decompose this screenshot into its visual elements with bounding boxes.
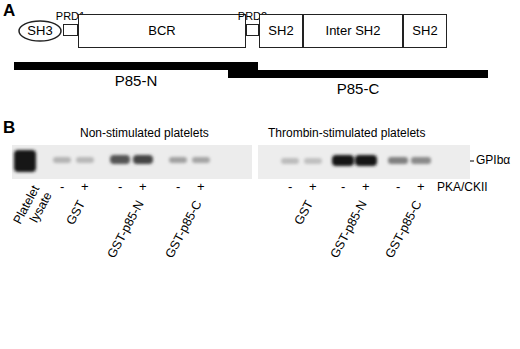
blot-panel xyxy=(12,145,252,179)
lane-label: Platelet lysate xyxy=(7,183,56,241)
lane-label: GST xyxy=(64,198,89,227)
treatment-sign: - xyxy=(288,180,292,195)
domain-label: P85-C xyxy=(337,80,380,97)
lane-label: GST-p85-N xyxy=(105,198,147,261)
treatment-sign: + xyxy=(139,180,147,195)
prd-box: PRD2 xyxy=(246,24,259,36)
lane-label: GST-p85-C xyxy=(163,198,205,261)
domain-label: Inter SH2 xyxy=(326,24,381,39)
treatment-sign: + xyxy=(309,180,317,195)
sh3-domain: SH3 xyxy=(18,20,62,42)
treatment-sign: - xyxy=(118,180,122,195)
ellipse-shape xyxy=(19,21,61,41)
lane-label: GST xyxy=(292,198,317,227)
fragment-bar: P85-N xyxy=(14,62,258,70)
domain-box: Inter SH2 xyxy=(303,14,403,48)
band xyxy=(281,158,299,164)
band-pointer xyxy=(470,161,474,162)
domain-box: BCR xyxy=(78,14,246,48)
domain-box: SH2 xyxy=(259,14,303,48)
band xyxy=(14,150,36,172)
prd-box: PRD1 xyxy=(63,24,78,36)
band-label: GPIbα xyxy=(476,154,510,168)
blot-title: Thrombin-stimulated platelets xyxy=(268,127,425,141)
domain-label: BCR xyxy=(148,24,175,39)
treatment-sign: - xyxy=(60,180,64,195)
domain-box: SH2 xyxy=(403,14,447,48)
lane-label: GST-p85-N xyxy=(328,198,370,261)
band xyxy=(76,157,94,163)
band xyxy=(411,157,431,164)
lane-label: GST-p85-C xyxy=(383,198,425,261)
band xyxy=(304,158,322,164)
band xyxy=(133,155,153,164)
fragment-bar: P85-C xyxy=(228,70,488,78)
band xyxy=(169,157,187,163)
treatment-label: PKA/CKII xyxy=(437,181,488,195)
treatment-sign: + xyxy=(81,180,89,195)
panel-letter: B xyxy=(3,118,15,138)
panel-letter: A xyxy=(3,1,15,21)
band xyxy=(355,155,377,166)
band xyxy=(388,157,408,164)
band xyxy=(53,157,71,163)
blot-title: Non-stimulated platelets xyxy=(80,127,209,141)
band xyxy=(192,157,210,163)
domain-label: P85-N xyxy=(115,72,158,89)
treatment-sign: - xyxy=(396,180,400,195)
treatment-sign: + xyxy=(362,180,370,195)
domain-label: SH2 xyxy=(412,24,437,39)
treatment-sign: - xyxy=(176,180,180,195)
band xyxy=(110,155,130,164)
blot-panel xyxy=(258,145,470,179)
treatment-sign: + xyxy=(417,180,425,195)
domain-label: SH3 xyxy=(27,24,52,39)
domain-label: SH2 xyxy=(268,24,293,39)
band xyxy=(332,155,354,166)
treatment-sign: + xyxy=(197,180,205,195)
treatment-sign: - xyxy=(341,180,345,195)
